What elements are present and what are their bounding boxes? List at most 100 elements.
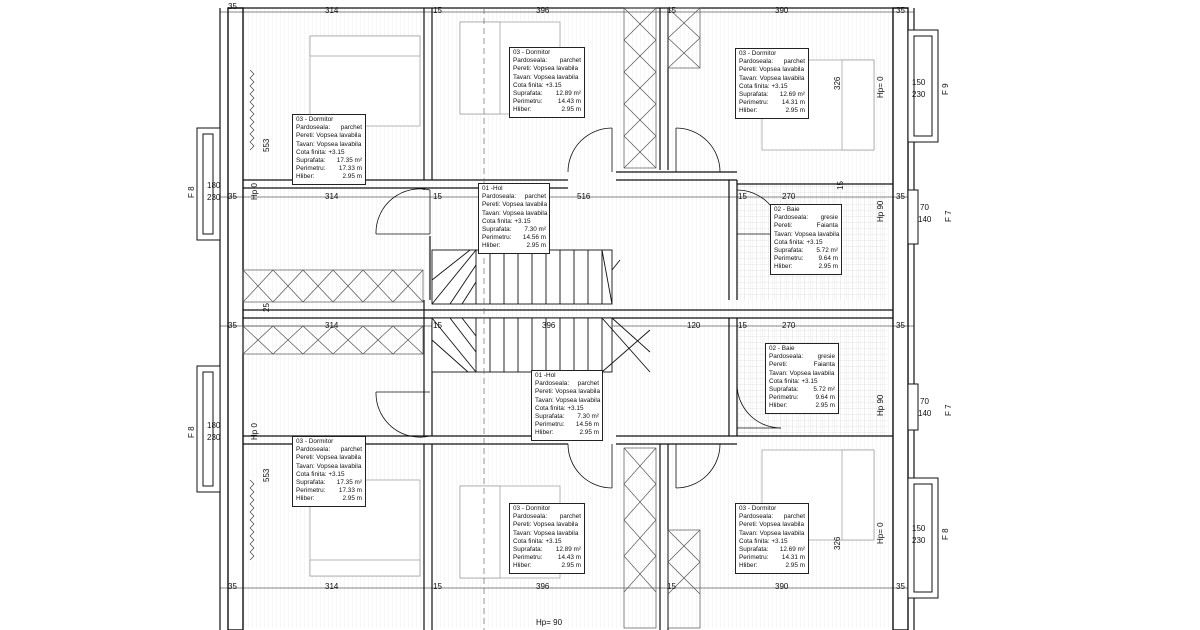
property-key: Pereti:	[774, 222, 793, 230]
dim-label: 15	[433, 192, 442, 201]
room-property: Perimetru:14.31 m	[739, 554, 805, 562]
property-key: Hliber:	[482, 242, 501, 250]
dim-label: 35	[896, 192, 905, 201]
room-property: Tavan: Vopsea lavabila	[513, 530, 581, 538]
property-key: Perimetru:	[774, 255, 804, 263]
property-key: Pereti: Vopsea lavabila	[739, 66, 805, 74]
room-property: Pereti: Vopsea lavabila	[296, 454, 362, 462]
property-value: 14.43 m	[557, 98, 581, 106]
property-value: 2.95 m	[818, 263, 838, 271]
dim-label: 15	[433, 321, 442, 330]
windows	[196, 29, 939, 599]
room-property: Cota finita: +3.15	[513, 538, 581, 546]
property-key: Cota finita: +3.15	[739, 82, 788, 90]
property-value: 2.95 m	[815, 402, 835, 410]
property-key: Suprafata:	[739, 546, 769, 554]
room-property: Hliber:2.95 m	[513, 106, 581, 114]
property-key: Pereti: Vopsea lavabila	[535, 388, 601, 396]
property-key: Pardoseala:	[769, 353, 804, 361]
property-key: Hliber:	[739, 107, 758, 115]
property-value: 12.69 m²	[779, 91, 805, 99]
property-key: Hliber:	[535, 429, 554, 437]
property-value: 14.56 m	[522, 234, 546, 242]
property-key: Perimetru:	[769, 394, 799, 402]
property-key: Cota finita: +3.15	[513, 537, 562, 545]
room-property: Hliber:2.95 m	[296, 173, 362, 181]
property-key: Perimetru:	[535, 421, 565, 429]
wardrobes	[242, 7, 701, 629]
room-property: Pereti: Vopsea lavabila	[513, 521, 581, 529]
room-property: Tavan: Vopsea lavabila	[739, 75, 805, 83]
property-key: Pereti: Vopsea lavabila	[739, 521, 805, 529]
property-key: Tavan: Vopsea lavabila	[535, 396, 601, 404]
hp-label: Hp 90	[876, 394, 885, 416]
room-property: Tavan: Vopsea lavabila	[296, 463, 362, 471]
property-key: Pardoseala:	[739, 513, 774, 521]
property-key: Perimetru:	[513, 554, 543, 562]
room-property: Suprafata:12.69 m²	[739, 91, 805, 99]
property-value: 14.43 m	[557, 554, 581, 562]
dim-label: 270	[782, 321, 796, 330]
property-value: 2.95 m	[526, 242, 546, 250]
room-property: Pardoseala:gresie	[774, 214, 838, 222]
exterior-walls	[227, 7, 909, 630]
property-key: Perimetru:	[296, 165, 326, 173]
room-property: Pardoseala:parchet	[513, 57, 581, 65]
dim-label: 390	[775, 582, 789, 591]
dim-label: 150	[912, 78, 926, 87]
room-property: Hliber:2.95 m	[739, 562, 805, 570]
property-key: Pereti:	[769, 361, 788, 369]
room-title: 03 - Dormitor	[296, 438, 334, 445]
room-property: Cota finita: +3.15	[535, 405, 599, 413]
room-property: Suprafata:17.35 m²	[296, 479, 362, 487]
room-property: Pardoseala:parchet	[739, 58, 805, 66]
property-value: parchet	[559, 57, 581, 65]
room-title: 03 - Dormitor	[739, 505, 777, 512]
property-value: 9.64 m	[815, 394, 835, 402]
room-property: Pereti: Vopsea lavabila	[739, 66, 805, 74]
dim-label: 15	[667, 6, 676, 15]
room-property: Pereti: Faianta	[769, 361, 835, 369]
room-property: Tavan: Vopsea lavabila	[774, 231, 839, 239]
room-property: Cota finita: +3.15	[513, 82, 581, 90]
dim-label: 270	[782, 192, 796, 201]
dim-label: 230	[912, 90, 926, 99]
dim-label: 15	[433, 6, 442, 15]
property-value: parchet	[524, 193, 546, 201]
property-value: 2.95 m	[785, 107, 805, 115]
dim-label: 15	[433, 582, 442, 591]
room-property: Pereti: Vopsea lavabila	[535, 388, 601, 396]
property-key: Pereti: Vopsea lavabila	[296, 454, 362, 462]
property-key: Pardoseala:	[482, 193, 517, 201]
property-key: Suprafata:	[296, 157, 326, 165]
dim-label: 396	[542, 321, 556, 330]
property-key: Hliber:	[513, 562, 532, 570]
property-value: gresie	[817, 353, 835, 361]
room-property: Suprafata:12.69 m²	[739, 546, 805, 554]
property-key: Cota finita: +3.15	[535, 404, 584, 412]
room-property: Perimetru:17.33 m	[296, 487, 362, 495]
property-key: Suprafata:	[296, 479, 326, 487]
property-value: 2.95 m	[342, 495, 362, 503]
property-value: 9.64 m	[818, 255, 838, 263]
property-value: gresie	[820, 214, 838, 222]
property-key: Pardoseala:	[535, 380, 570, 388]
property-key: Suprafata:	[513, 90, 543, 98]
room-title: 02 - Baie	[774, 206, 800, 213]
room-property: Suprafata:12.89 m²	[513, 546, 581, 554]
room-property: Suprafata:5.72 m²	[769, 386, 835, 394]
dim-label: 396	[536, 582, 550, 591]
property-key: Perimetru:	[513, 98, 543, 106]
hp-label: Hp= 0	[876, 522, 885, 544]
property-value: Faianta	[813, 361, 835, 369]
property-key: Suprafata:	[535, 413, 565, 421]
property-value: parchet	[783, 58, 805, 66]
room-property: Perimetru:17.33 m	[296, 165, 362, 173]
property-value: Faianta	[816, 222, 838, 230]
door-swings	[375, 127, 782, 489]
